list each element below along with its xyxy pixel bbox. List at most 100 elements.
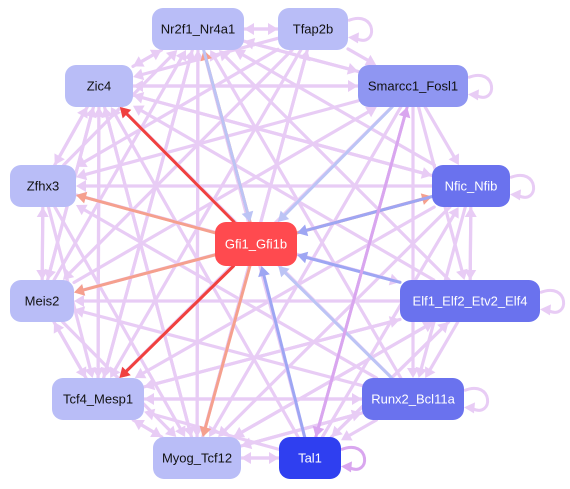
node-zfhx3[interactable]: Zfhx3	[10, 165, 76, 207]
edge-arrowhead	[398, 107, 411, 119]
edge-myog-to-runx2	[239, 409, 362, 448]
node-nr2f1[interactable]: Nr2f1_Nr4a1	[152, 8, 244, 50]
edge-line	[83, 208, 379, 380]
node-box	[279, 437, 341, 479]
node-smarcc1[interactable]: Smarcc1_Fosl1	[358, 65, 468, 107]
edge-arrowhead	[74, 295, 84, 307]
edge-arrowhead	[174, 425, 186, 437]
edge-arrowhead	[84, 366, 96, 378]
edge-arrowhead	[269, 452, 279, 464]
node-zic4[interactable]: Zic4	[65, 65, 133, 107]
node-elf1[interactable]: Elf1_Elf2_Etv2_Elf4	[400, 280, 540, 322]
edge-arrowhead	[277, 210, 290, 222]
edge-arrowhead	[364, 54, 377, 66]
edge-line	[224, 55, 451, 282]
node-label: Tcf4_Mesp1	[63, 392, 133, 407]
edge-arrowhead	[241, 210, 254, 222]
edge-arrowhead	[341, 430, 353, 441]
edge-line	[114, 114, 300, 439]
edge-gfi1-to-myog	[199, 264, 252, 437]
edge-line	[423, 105, 456, 158]
node-box	[52, 378, 144, 420]
edge-arrowhead	[110, 366, 121, 378]
edge-arrowhead	[425, 366, 436, 378]
node-runx2[interactable]: Runx2_Bcl11a	[362, 378, 464, 420]
edge-arrowhead	[421, 321, 434, 333]
node-label: Zic4	[87, 79, 112, 94]
node-label: Zfhx3	[27, 179, 60, 194]
edge-arrowhead	[346, 63, 358, 75]
edge-smarcc1-to-nfic	[423, 105, 459, 165]
edge-arrowhead	[164, 425, 177, 437]
edge-arrowhead	[183, 50, 196, 62]
node-nfic[interactable]: Nfic_Nfib	[432, 165, 510, 207]
edge-arrowhead	[219, 50, 231, 62]
edge-arrowhead	[258, 266, 270, 278]
edge-line	[241, 53, 437, 167]
edge-line	[40, 215, 45, 282]
edge-line	[105, 115, 194, 439]
node-label: Myog_Tcf12	[162, 451, 232, 466]
edge-arrowhead	[101, 107, 113, 119]
self-loop-path	[509, 173, 535, 199]
edge-arrowhead	[133, 68, 145, 81]
node-meis2[interactable]: Meis2	[10, 280, 74, 322]
edge-meis2-to-smarcc1	[72, 106, 377, 285]
self-loop-arrowhead	[468, 89, 479, 101]
node-gfi1[interactable]: Gfi1_Gfi1b	[215, 222, 297, 266]
node-box	[65, 65, 133, 107]
edge-arrowhead	[36, 207, 49, 218]
edge-line	[142, 320, 392, 389]
edge-arrowhead	[85, 107, 97, 119]
edge-tal1-to-smarcc1	[314, 107, 411, 439]
node-label: Nfic_Nfib	[445, 179, 498, 194]
edge-arrowhead	[76, 191, 88, 204]
edge-tal1-to-gfi1	[258, 266, 307, 439]
edge-line	[131, 93, 424, 175]
node-box	[432, 165, 510, 207]
edge-arrowhead	[297, 224, 309, 237]
edge-line	[140, 48, 164, 64]
edge-line	[102, 58, 192, 380]
self-loop-path	[467, 73, 493, 99]
node-tal1[interactable]: Tal1	[279, 437, 341, 479]
node-box	[362, 378, 464, 420]
edge-line	[348, 418, 378, 437]
self-loop-path	[463, 386, 489, 412]
self-loop-tal1	[340, 445, 366, 473]
edge-smarcc1-to-runx2	[407, 105, 419, 378]
edge-line	[140, 423, 164, 439]
node-label: Tal1	[298, 451, 322, 466]
edge-nfic-to-zfhx3	[76, 180, 434, 192]
edge-arrowhead	[348, 80, 358, 92]
edge-line	[203, 264, 252, 429]
node-label: Nr2f1_Nr4a1	[161, 22, 235, 37]
edge-line	[242, 39, 350, 71]
edge-line	[82, 310, 364, 388]
node-box	[153, 437, 241, 479]
edge-line	[84, 99, 360, 177]
edge-runx2-to-meis2	[74, 306, 364, 388]
node-tcf4[interactable]: Tcf4_Mesp1	[52, 378, 144, 420]
node-myog[interactable]: Myog_Tcf12	[153, 437, 241, 479]
edge-line	[53, 114, 84, 167]
edge-line	[346, 47, 370, 62]
edge-arrowhead	[133, 419, 145, 431]
edge-arrowhead	[74, 284, 86, 296]
edge-elf1-to-nr2f1	[219, 50, 451, 282]
edge-elf1-to-nfic	[464, 207, 477, 282]
edge-line	[468, 215, 473, 282]
edge-line	[283, 105, 394, 217]
edge-tcf4-to-elf1	[142, 316, 400, 389]
edge-line	[140, 109, 436, 282]
edge-elf1-to-zic4	[133, 105, 436, 282]
node-tfap2b[interactable]: Tfap2b	[278, 8, 348, 50]
edge-line	[83, 47, 280, 164]
edge-arrowhead	[175, 50, 187, 62]
edge-smarcc1-to-zfhx3	[76, 99, 360, 181]
edge-line	[239, 413, 354, 448]
edge-line	[305, 255, 402, 284]
edge-line	[202, 48, 249, 214]
